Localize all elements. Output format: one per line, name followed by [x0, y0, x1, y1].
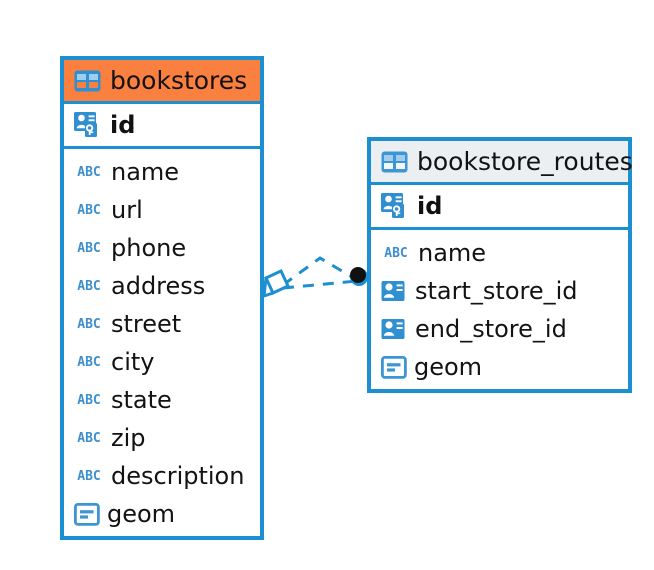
field-label: name [111, 158, 180, 186]
entity-title: bookstore_routes [417, 147, 633, 176]
abc-text-icon: ABC [77, 468, 101, 484]
field-row[interactable]: ABC zip [64, 419, 260, 457]
entity-field-list: ABC name start_store_id [371, 230, 628, 389]
field-row[interactable]: ABC state [64, 381, 260, 419]
field-row[interactable]: start_store_id [371, 272, 628, 310]
abc-text-icon: ABC [77, 164, 101, 180]
field-row[interactable]: ABC address [64, 267, 260, 305]
field-label: id [417, 192, 443, 220]
field-label: start_store_id [415, 277, 578, 305]
field-row[interactable]: geom [64, 495, 260, 533]
field-row[interactable]: ABC city [64, 343, 260, 381]
field-row[interactable]: ABC description [64, 457, 260, 495]
entity-primary-key-row[interactable]: id [64, 104, 260, 149]
foreign-key-icon [381, 318, 408, 341]
relationship-line-upper [282, 256, 358, 287]
field-label: name [418, 239, 487, 267]
entity-header[interactable]: bookstores [64, 60, 260, 104]
field-label: end_store_id [415, 315, 567, 343]
field-label: address [111, 272, 206, 300]
field-row[interactable]: geom [371, 348, 628, 386]
field-row[interactable]: ABC street [64, 305, 260, 343]
entity-title: bookstores [110, 66, 248, 95]
relationship-line-lower [282, 279, 358, 290]
geometry-icon [74, 502, 100, 526]
abc-text-icon: ABC [77, 278, 101, 294]
field-label: state [111, 386, 172, 414]
entity-header[interactable]: bookstore_routes [371, 141, 633, 185]
entity-table-bookstores[interactable]: bookstores id ABC [60, 56, 264, 540]
abc-text-icon: ABC [77, 354, 101, 370]
field-label: geom [107, 500, 176, 528]
field-row[interactable]: ABC phone [64, 229, 260, 267]
field-label: url [111, 196, 143, 224]
primary-key-icon [74, 112, 103, 138]
field-label: street [111, 310, 182, 338]
field-label: city [111, 348, 155, 376]
abc-text-icon: ABC [77, 240, 101, 256]
field-row[interactable]: ABC name [371, 234, 628, 272]
field-row[interactable]: end_store_id [371, 310, 628, 348]
field-label: description [111, 462, 245, 490]
abc-text-icon: ABC [77, 316, 101, 332]
field-label: phone [111, 234, 187, 262]
table-icon [74, 70, 101, 92]
field-row[interactable]: ABC name [64, 153, 260, 191]
field-row[interactable]: ABC url [64, 191, 260, 229]
field-label: geom [414, 353, 483, 381]
entity-primary-key-row[interactable]: id [371, 185, 628, 230]
table-icon [381, 151, 408, 173]
abc-text-icon: ABC [77, 202, 101, 218]
geometry-icon [381, 355, 407, 379]
entity-field-list: ABC name ABC url ABC phone ABC address A… [64, 149, 260, 536]
filled-circle-marker [350, 267, 368, 286]
foreign-key-icon [381, 280, 408, 303]
entity-table-bookstore-routes[interactable]: bookstore_routes id ABC [367, 137, 633, 393]
abc-text-icon: ABC [77, 392, 101, 408]
abc-text-icon: ABC [77, 430, 101, 446]
field-label: id [110, 111, 136, 139]
diamond-marker [262, 269, 290, 299]
primary-key-icon [381, 193, 410, 219]
abc-text-icon: ABC [384, 245, 408, 261]
field-label: zip [111, 424, 146, 452]
